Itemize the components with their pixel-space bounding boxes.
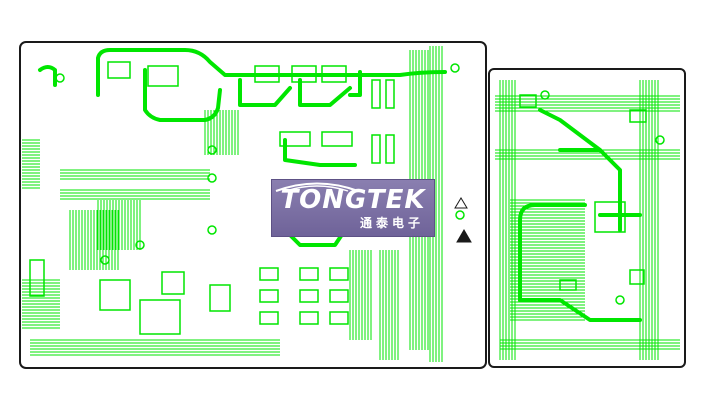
power-trace (38, 65, 57, 87)
via-pad (615, 295, 625, 305)
power-trace (96, 48, 447, 97)
via-pad (540, 90, 550, 100)
component-pad (385, 79, 395, 109)
power-trace (288, 228, 347, 247)
component-pad (321, 65, 347, 83)
component-pad (321, 131, 353, 147)
component-pad (279, 131, 311, 147)
power-trace (143, 68, 222, 122)
component-pad (99, 279, 131, 311)
fine-traces (22, 46, 680, 362)
power-trace (348, 70, 362, 97)
component-pad (139, 299, 181, 335)
component-pad (371, 79, 381, 109)
component-pad (29, 259, 45, 297)
power-trace (298, 78, 352, 107)
power-traces (38, 48, 642, 322)
component-pad (329, 289, 349, 303)
via-pad (450, 63, 460, 73)
warning-triangle-icon (456, 229, 472, 243)
via-pad (207, 225, 217, 235)
component-pad (299, 311, 319, 325)
component-pad (259, 289, 279, 303)
component-pad (209, 284, 231, 312)
power-trace (538, 108, 602, 152)
component-pad (329, 267, 349, 281)
via-pad (655, 135, 665, 145)
tongtek-logo: TONGTEK 通泰电子 (272, 180, 434, 236)
component-pad (107, 61, 131, 79)
via-pad (207, 145, 217, 155)
component-pad (254, 65, 280, 83)
component-pad (259, 267, 279, 281)
power-trace (518, 298, 642, 322)
power-trace (558, 148, 622, 232)
component-pad (629, 109, 647, 123)
power-trace (283, 138, 357, 167)
power-trace (518, 203, 587, 302)
component-pad (161, 271, 185, 295)
component-pad (371, 134, 381, 164)
component-pad (594, 201, 626, 233)
component-pad (299, 267, 319, 281)
component-pad (559, 279, 577, 291)
component-pad (385, 134, 395, 164)
via-pad (100, 255, 110, 265)
logo-swoosh-icon (275, 182, 359, 192)
component-pad (259, 311, 279, 325)
via-pad (55, 73, 65, 83)
via-pad (455, 210, 465, 220)
component-pad (299, 289, 319, 303)
via-pad (207, 173, 217, 183)
logo-chinese-text: 通泰电子 (359, 216, 424, 230)
component-pads (29, 61, 665, 335)
logo-brand-text: TONGTEK (280, 185, 426, 215)
component-pad (519, 94, 537, 108)
component-pad (147, 65, 179, 87)
component-pad (329, 311, 349, 325)
left-board (19, 41, 487, 369)
left-board-outline (19, 41, 487, 369)
via-pad (135, 240, 145, 250)
component-pad (291, 65, 317, 83)
power-trace (238, 78, 292, 107)
warning-triangle-icon (454, 197, 468, 209)
component-pad (629, 269, 645, 285)
